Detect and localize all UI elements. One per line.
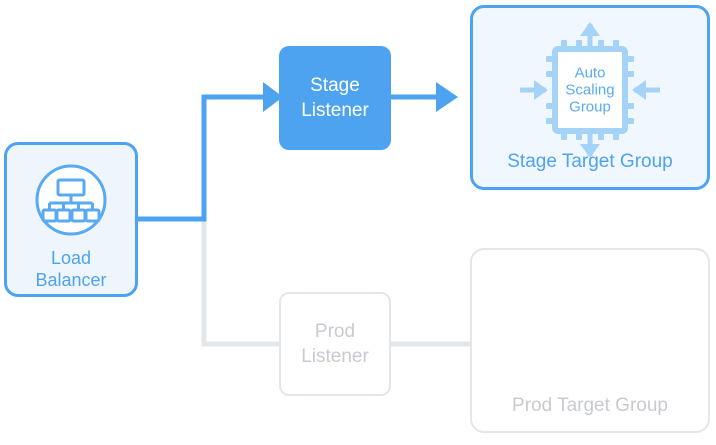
load-balancer-label-line2: Balancer <box>35 270 107 290</box>
connector-load-balancer-to-stage-listener <box>138 94 265 222</box>
connector-junction-to-prod-listener <box>201 219 279 347</box>
stage-listener-label-line1: Stage <box>310 75 360 96</box>
stage-listener-label-line2: Listener <box>301 100 369 121</box>
auto-scaling-chip-icon: Auto Scaling Group <box>514 20 666 160</box>
prod-listener-label-line1: Prod <box>314 321 356 342</box>
node-prod-listener[interactable]: Prod Listener <box>279 292 391 396</box>
stage-listener-label: Stage Listener <box>301 73 369 123</box>
sitemap-icon <box>33 162 109 238</box>
prod-target-group-label: Prod Target Group <box>512 395 668 416</box>
load-balancer-label-line1: Load <box>50 248 92 268</box>
prod-listener-label: Prod Listener <box>301 319 369 369</box>
load-balancer-label: Load Balancer <box>35 247 106 291</box>
prod-listener-label-line2: Listener <box>301 346 369 367</box>
arrowhead-to-stage-target-group <box>436 82 458 112</box>
stage-target-group-label: Stage Target Group <box>507 151 673 172</box>
node-stage-target-group[interactable]: Auto Scaling Group Stage Target Group <box>470 5 710 190</box>
node-load-balancer[interactable]: Load Balancer <box>4 142 138 297</box>
node-stage-listener[interactable]: Stage Listener <box>279 46 391 150</box>
node-prod-target-group[interactable]: Prod Target Group <box>470 248 710 433</box>
